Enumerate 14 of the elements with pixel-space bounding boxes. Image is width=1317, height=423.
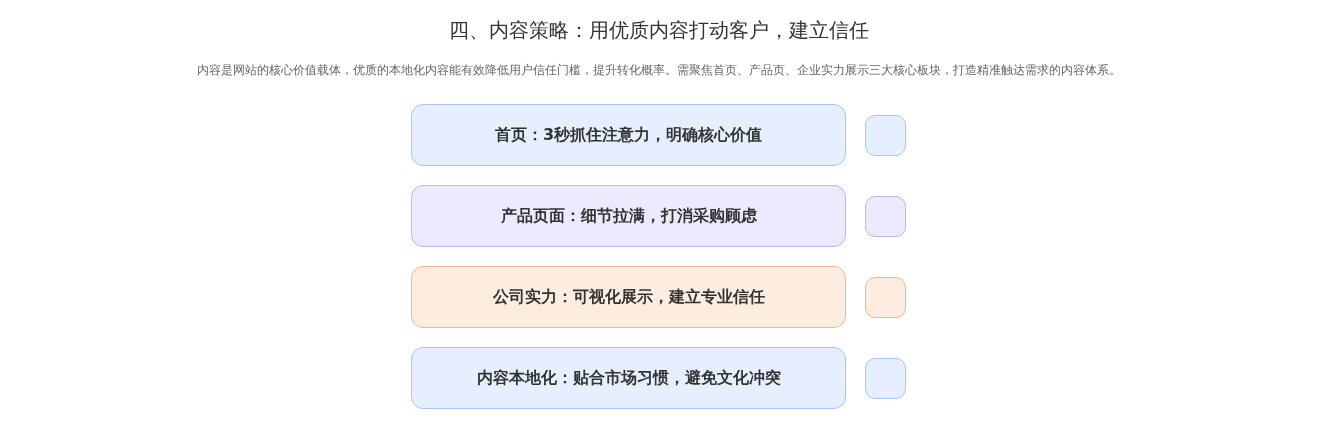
empty-box — [865, 115, 906, 156]
empty-box — [865, 358, 906, 399]
diagram-title: 四、内容策略：用优质内容打动客户，建立信任 — [447, 17, 870, 44]
content-box — [411, 185, 846, 247]
subtitle-text: 内容是网站的核心价值载体，优质的本地化内容能有效降低用户信任门槛，提升转化概率。需聚焦首页、产品页、企业实力展示三大核心板块，打造精准触达需求的内容体系。 — [195, 63, 1122, 78]
box-label: 首页：3秒抓住注意力，明确核心价值 — [494, 124, 763, 146]
empty-box — [865, 277, 906, 318]
box-label: 内容本地化：贴合市场习惯，避免文化冲突 — [476, 367, 781, 389]
content-box — [411, 266, 846, 328]
box-label: 产品页面：细节拉满，打消采购顾虑 — [500, 205, 757, 227]
content-box — [411, 347, 846, 409]
content-box — [411, 104, 846, 166]
box-label: 公司实力：可视化展示，建立专业信任 — [492, 286, 765, 308]
empty-box — [865, 196, 906, 237]
